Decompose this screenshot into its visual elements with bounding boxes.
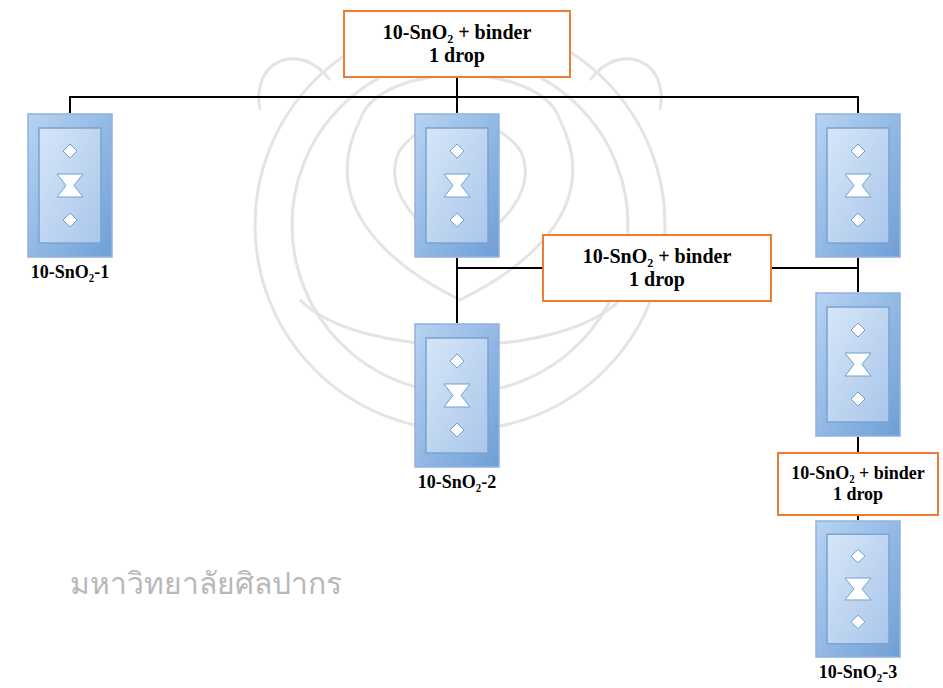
box-text: 10-SnO₂ + binder bbox=[583, 245, 732, 268]
electrode-icon bbox=[815, 292, 901, 437]
connector-line bbox=[457, 78, 858, 113]
box-text: 10-SnO₂ + binder bbox=[383, 21, 532, 44]
connector-line bbox=[858, 437, 859, 452]
connector-path bbox=[857, 516, 859, 520]
electrode: 10-SnO₂-1 bbox=[27, 113, 113, 258]
connector-path bbox=[457, 268, 542, 323]
connector-path bbox=[70, 78, 457, 113]
electrode-icon bbox=[27, 113, 113, 258]
connector-line bbox=[457, 268, 542, 323]
process-box: 10-SnO₂ + binder1 drop bbox=[542, 234, 772, 302]
electrode: 10-SnO₂-2 bbox=[414, 323, 500, 468]
electrode: 10-SnO₂-3 bbox=[815, 520, 901, 658]
watermark-text: มหาวิทยาลัยศิลปากร bbox=[70, 560, 342, 607]
box-text: 1 drop bbox=[833, 484, 883, 505]
connector-line bbox=[858, 516, 859, 520]
electrode-icon bbox=[414, 113, 500, 258]
connector-line bbox=[772, 268, 858, 292]
process-box: 10-SnO₂ + binder1 drop bbox=[343, 10, 571, 78]
box-text: 1 drop bbox=[629, 268, 685, 291]
electrode bbox=[815, 113, 901, 258]
sample-label: 10-SnO₂-1 bbox=[31, 263, 109, 283]
box-text: 1 drop bbox=[429, 44, 485, 67]
connector-line bbox=[70, 78, 457, 113]
box-text: 10-SnO₂ + binder bbox=[791, 463, 925, 484]
electrode-icon bbox=[815, 520, 901, 658]
sample-label: 10-SnO₂-3 bbox=[819, 663, 897, 683]
connector-path bbox=[457, 78, 858, 113]
electrode-icon bbox=[815, 113, 901, 258]
sample-label: 10-SnO₂-2 bbox=[418, 473, 496, 493]
electrode-icon bbox=[414, 323, 500, 468]
electrode bbox=[414, 113, 500, 258]
process-box: 10-SnO₂ + binder1 drop bbox=[777, 452, 939, 516]
connector-path bbox=[857, 437, 859, 452]
connector-path bbox=[772, 268, 858, 292]
electrode bbox=[815, 292, 901, 437]
